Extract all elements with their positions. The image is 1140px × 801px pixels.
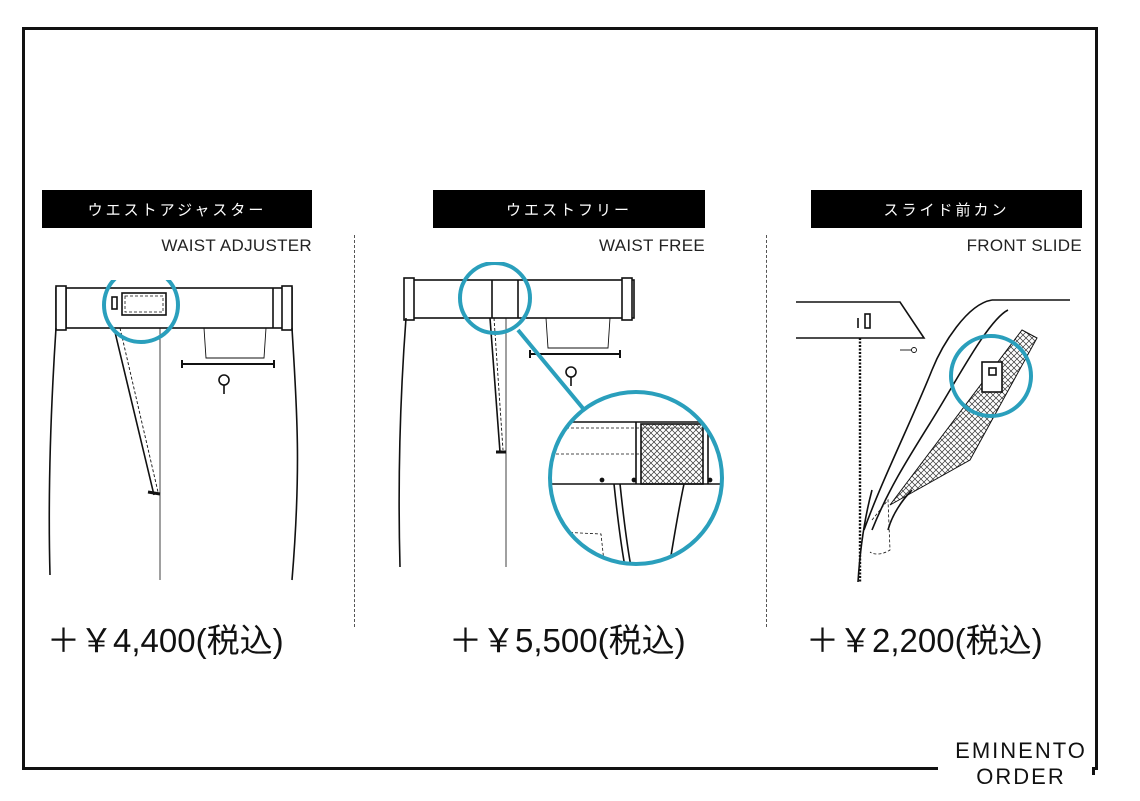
option-price: ＋￥5,500(税込) (449, 622, 686, 659)
frame-bottom-line (22, 767, 938, 770)
column-divider (354, 235, 355, 627)
option-waist-adjuster[interactable]: ウエストアジャスター WAIST ADJUSTER (42, 190, 312, 256)
frame-right-tail (1092, 767, 1095, 775)
option-title-bar: スライド前カン (811, 190, 1082, 228)
option-waist-free[interactable]: ウエストフリー WAIST FREE (433, 190, 705, 256)
waist-adjuster-illustration (48, 280, 299, 581)
option-subtitle: WAIST FREE (599, 236, 705, 255)
option-title-bar: ウエストアジャスター (42, 190, 312, 228)
option-subtitle: FRONT SLIDE (966, 236, 1082, 255)
option-title-bar: ウエストフリー (433, 190, 705, 228)
brand-logo: EMINENTO ORDER (946, 738, 1096, 790)
waist-free-illustration (398, 262, 724, 568)
logo-line-1: EMINENTO (955, 738, 1087, 763)
option-price: ＋￥4,400(税込) (47, 622, 284, 659)
option-price: ＋￥2,200(税込) (806, 622, 1043, 659)
logo-line-2: ORDER (976, 764, 1066, 789)
column-divider (766, 235, 767, 627)
page-frame (22, 27, 1098, 770)
option-front-slide[interactable]: スライド前カン FRONT SLIDE (811, 190, 1082, 256)
option-subtitle: WAIST ADJUSTER (161, 236, 312, 255)
front-slide-illustration (796, 299, 1070, 583)
